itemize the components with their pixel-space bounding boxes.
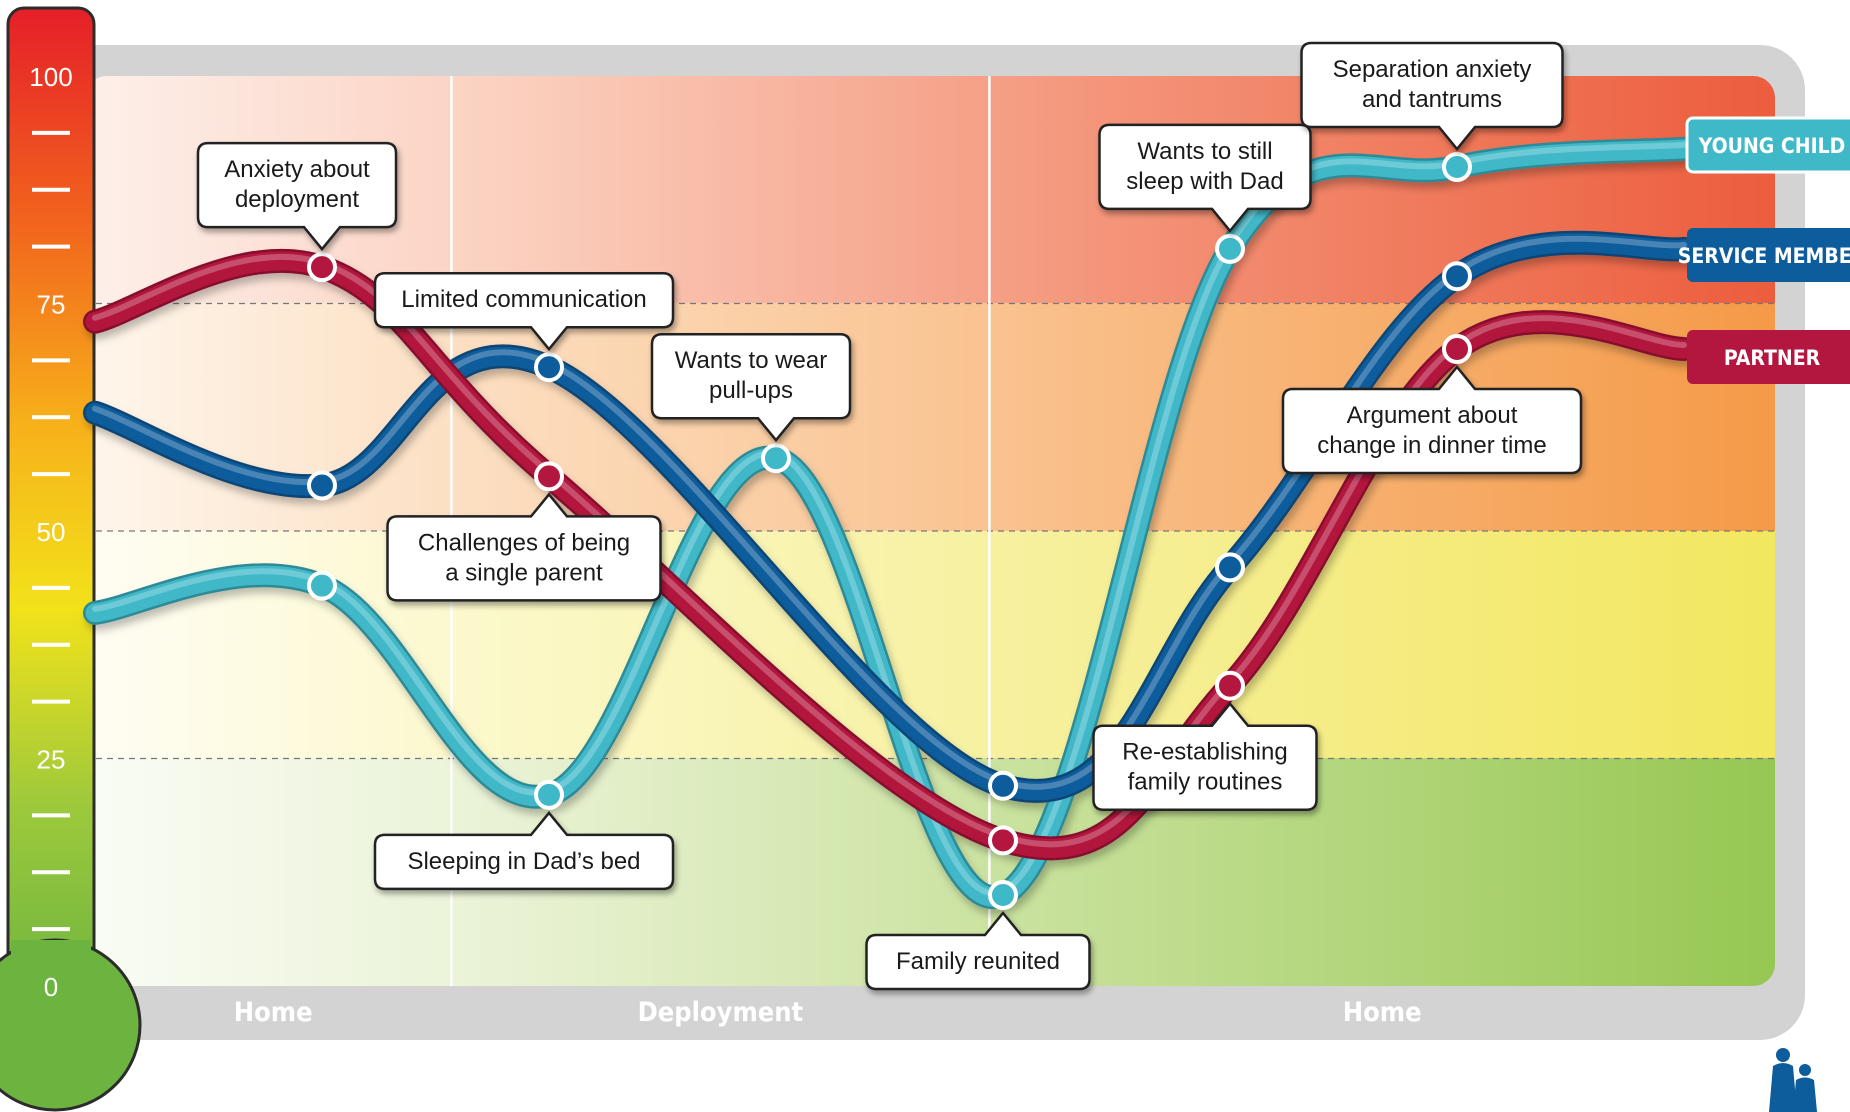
annotation-line: family routines — [1128, 769, 1283, 796]
annotation-bubble — [386, 492, 662, 602]
scale-label-25: 25 — [37, 745, 66, 775]
annotation-line: pull-ups — [709, 377, 793, 404]
annotation-text: Argument about change in dinner time — [1317, 402, 1546, 459]
annotation-wants-to-still-sleep-with-dad: Wants to still sleep with Dad — [1098, 123, 1312, 233]
annotation-wants-to-wear-pull-ups: Wants to wear pull-ups — [650, 332, 852, 443]
data-point-young-child — [988, 880, 1018, 910]
data-point-partner — [988, 825, 1018, 856]
annotation-family-reunited: Family reunited — [865, 911, 1091, 991]
phase-label-deployment-1: Deployment — [638, 997, 804, 1028]
data-point-partner — [1215, 670, 1245, 701]
legend-tag — [1687, 228, 1850, 282]
annotation-line: Challenges of being — [418, 529, 630, 556]
annotation-separation-anxiety-and-tantrums: Separation anxiety and tantrums — [1300, 41, 1564, 151]
data-point-service-member — [307, 470, 337, 501]
family-logo-icon — [1769, 1048, 1817, 1112]
data-point-partner — [1442, 334, 1472, 364]
annotation-line: Wants to still — [1137, 138, 1272, 165]
data-point-service-member — [988, 770, 1018, 801]
annotation-text: Wants to still sleep with Dad — [1126, 138, 1283, 195]
thermometer-tube — [6, 6, 96, 1010]
annotation-line: change in dinner time — [1317, 432, 1546, 459]
band-25-50 — [85, 531, 1775, 758]
annotation-text: Family reunited — [896, 948, 1060, 975]
annotation-limited-communication: Limited communication — [373, 271, 675, 352]
legend-item-service-member: SERVICE MEMBER — [1678, 228, 1850, 282]
phase-label-home-2: Home — [1343, 997, 1422, 1028]
annotation-line: Anxiety about — [224, 156, 370, 183]
annotation-line: Argument about — [1347, 402, 1518, 429]
annotation-bubble — [1300, 41, 1564, 151]
legend-tag — [1685, 116, 1850, 174]
legend-item-young-child: YOUNG CHILD — [1685, 116, 1850, 174]
annotation-line: Limited communication — [401, 286, 646, 313]
legend-label: YOUNG CHILD — [1698, 134, 1846, 158]
annotation-line: Wants to wear — [675, 347, 828, 374]
data-point-service-member — [534, 352, 564, 383]
scale-label-0: 0 — [44, 972, 58, 1002]
data-point-young-child — [307, 570, 337, 601]
data-point-partner — [534, 461, 564, 492]
annotation-bubble — [865, 911, 1091, 991]
annotation-text: Re-establishing family routines — [1122, 739, 1287, 796]
gridlines — [85, 302, 1775, 760]
annotation-bubble — [1281, 365, 1583, 475]
annotation-text: Wants to wear pull-ups — [675, 347, 828, 404]
annotation-challenges-of-being-a-single-parent: Challenges of being a single parent — [386, 492, 662, 602]
data-point-young-child — [1442, 152, 1472, 182]
annotation-text: Limited communication — [401, 286, 646, 313]
annotation-text: Anxiety about deployment — [224, 156, 370, 213]
annotation-bubble — [373, 271, 675, 352]
annotation-text: Challenges of being a single parent — [418, 529, 630, 586]
series-lines — [83, 136, 1696, 909]
data-point-service-member — [1442, 261, 1472, 292]
data-point-service-member — [1215, 552, 1245, 583]
annotation-line: Sleeping in Dad’s bed — [407, 848, 640, 875]
data-point-young-child — [761, 443, 791, 474]
scale-label-100: 100 — [29, 62, 72, 92]
annotation-argument-about-change-in-dinner-time: Argument about change in dinner time — [1281, 365, 1583, 475]
legend-label: SERVICE MEMBER — [1678, 244, 1850, 268]
annotation-re-establishing-family-routines: Re-establishing family routines — [1092, 701, 1318, 811]
series-line-highlight-service-member — [92, 235, 1687, 790]
annotation-bubble — [650, 332, 852, 443]
legend-tag — [1687, 330, 1850, 384]
annotation-text: Sleeping in Dad’s bed — [407, 848, 640, 875]
phase-label-home-0: Home — [234, 997, 313, 1028]
thermometer-ticks: 0 25 50 75 100 — [29, 62, 72, 1002]
annotation-line: Separation anxiety — [1333, 56, 1532, 83]
data-point-partner — [307, 252, 337, 283]
annotation-bubble — [1098, 123, 1312, 233]
series-points — [307, 152, 1472, 910]
data-point-young-child — [534, 779, 564, 810]
annotation-line: a single parent — [445, 559, 603, 586]
annotation-line: Family reunited — [896, 948, 1060, 975]
phase-labels: Home Deployment Home — [234, 997, 1422, 1028]
legend-label: PARTNER — [1724, 346, 1821, 370]
annotation-sleeping-in-dad-s-bed: Sleeping in Dad’s bed — [373, 810, 675, 891]
annotation-bubble — [196, 141, 398, 252]
annotation-line: sleep with Dad — [1126, 168, 1283, 195]
data-point-young-child — [1215, 233, 1245, 264]
legend-item-partner: PARTNER — [1687, 330, 1850, 384]
annotation-line: deployment — [235, 186, 359, 213]
scale-label-50: 50 — [37, 517, 66, 547]
annotation-line: and tantrums — [1362, 86, 1502, 113]
annotation-bubble — [373, 810, 675, 891]
legend: YOUNG CHILD SERVICE MEMBER PARTNER — [1678, 116, 1850, 384]
annotation-anxiety-about-deployment: Anxiety about deployment — [196, 141, 398, 252]
annotation-text: Separation anxiety and tantrums — [1333, 56, 1532, 113]
scale-label-75: 75 — [37, 290, 66, 320]
thermometer-scale: 0 25 50 75 100 — [0, 6, 142, 1112]
annotation-line: Re-establishing — [1122, 739, 1287, 766]
annotation-bubble — [1092, 701, 1318, 811]
